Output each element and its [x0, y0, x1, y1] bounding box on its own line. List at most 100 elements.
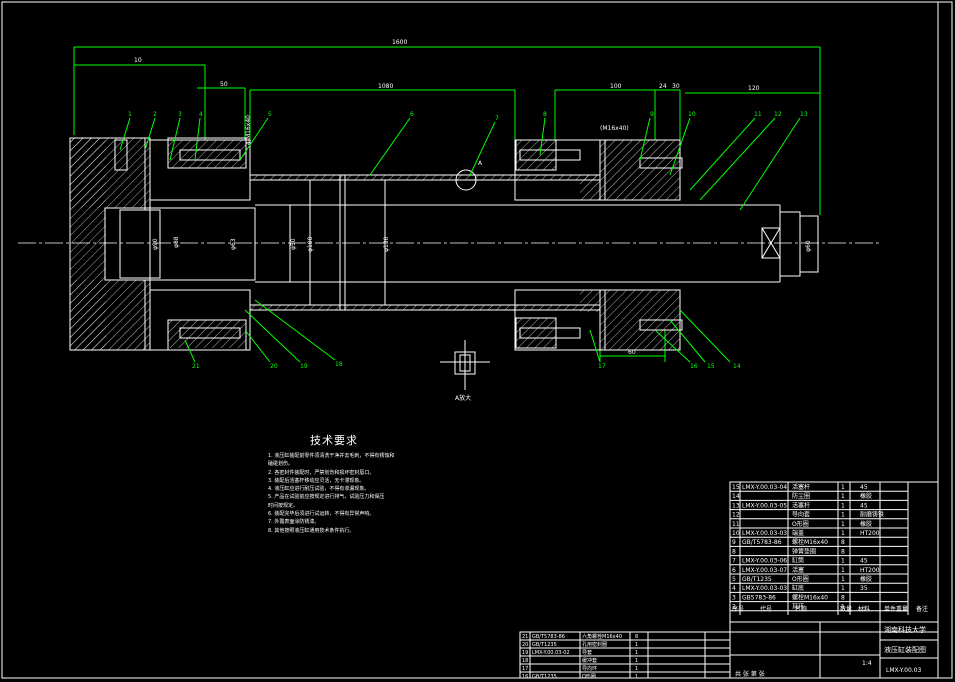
svg-text:20: 20	[270, 363, 278, 370]
dimension-lines	[73, 46, 821, 362]
part-numbers: 1 2 3 4 5 6 7 8 9 10 11 12 13 14 15 16 1…	[128, 111, 808, 370]
svg-text:19: 19	[300, 363, 308, 370]
lower-cell-no: 19	[522, 650, 528, 656]
bom-cell-mat: 45	[860, 502, 868, 509]
svg-text:LMX-Y.00.03: LMX-Y.00.03	[886, 667, 922, 674]
svg-text:21: 21	[192, 363, 200, 370]
dim-120: 120	[748, 85, 760, 92]
tech-req-item: 1. 液压缸装配前零件须清洗干净并去毛刺，不得有锈蚀和	[268, 453, 395, 459]
svg-text:φ88: φ88	[173, 236, 180, 248]
bom-cell-no: 5	[732, 576, 736, 583]
bom-cell-qty: 1	[841, 604, 845, 611]
lower-cell-no: 16	[522, 674, 528, 680]
dim-50: 50	[220, 81, 228, 88]
svg-text:4-M16x40: 4-M16x40	[245, 115, 252, 145]
svg-text:φ90: φ90	[152, 238, 159, 250]
bom-header-cell: 序号	[732, 605, 744, 613]
bom-cell-name: 活塞杆	[792, 483, 810, 491]
svg-text:共 张 第 张: 共 张 第 张	[735, 670, 765, 678]
dim-overall: 1600	[392, 39, 407, 46]
bom-cell-code: LMX-Y.00.03-03	[742, 530, 787, 537]
lower-cell-no: 20	[522, 642, 528, 648]
tech-req-item: 7. 外露表面涂防锈漆。	[268, 519, 320, 526]
svg-text:湖南科技大学: 湖南科技大学	[884, 625, 926, 634]
lower-cell-name: 导套	[582, 649, 592, 656]
lower-cell-code: LMX-Y.00.03-02	[532, 650, 570, 656]
bom-cell-name: 耳环	[792, 604, 804, 611]
tech-req-item: 3. 装配后活塞杆移动应灵活，无卡滞现象。	[268, 477, 365, 484]
bom-cell-code: LMX-Y.00.03-06	[742, 558, 787, 565]
bom-cell-code: GB/T1235	[742, 576, 772, 583]
bom-cell-no: 7	[732, 558, 736, 565]
lower-cell-qty: 1	[635, 666, 638, 672]
dim-24: 24	[659, 83, 667, 90]
bom-cell-no: 15	[732, 484, 740, 491]
bom-cell-qty: 1	[841, 530, 845, 537]
bom-cell-no: 10	[732, 530, 740, 537]
dimension-texts: 1600 10 50 1080 100 24 30 120 60	[134, 39, 760, 356]
bom-cell-mat: 橡胶	[860, 520, 872, 528]
dim-30: 30	[672, 83, 680, 90]
bom-cell-qty: 1	[841, 493, 845, 500]
bom-cell-name: 缸底	[792, 584, 804, 592]
svg-text:φ130: φ130	[383, 236, 390, 252]
lower-cell-no: 18	[522, 658, 528, 664]
tech-req-item: 5. 产品在试验前应按规定进行排气，试验压力和保压	[268, 494, 385, 501]
bom-header-cell: 数量	[840, 605, 852, 613]
svg-text:φ63: φ63	[230, 238, 237, 250]
tech-req-item: 6. 装配完毕后须进行试运转，不得有异常声响。	[268, 511, 375, 518]
dim-100: 100	[610, 83, 622, 90]
svg-text:9: 9	[650, 111, 654, 118]
bom-cell-name: 活塞杆	[792, 501, 810, 509]
part-leaders	[119, 117, 801, 363]
bom-header-cell: 名称	[795, 605, 807, 613]
bom-cell-qty: 1	[841, 512, 845, 519]
svg-text:3: 3	[178, 111, 182, 118]
bom-cell-qty: 1	[841, 558, 845, 565]
bom-cell-code: LMX-Y.00.03-03	[742, 585, 787, 592]
bom-cell-name: 活塞	[792, 566, 804, 574]
lower-cell-code: GB/T1235	[532, 674, 557, 680]
bom-cell-qty: 1	[841, 521, 845, 528]
bom-cell-name: O形圈	[792, 575, 809, 583]
cylinder-body	[69, 137, 819, 351]
lower-cell-name: 导向环	[582, 665, 597, 672]
lower-cell-name: 缓冲套	[582, 657, 597, 664]
lower-cell-qty: 1	[635, 650, 638, 656]
lower-cell-name: O形圈	[582, 673, 596, 680]
bom-cell-name: 弹簧垫圈	[792, 547, 816, 555]
dim-stroke: 1080	[378, 83, 393, 90]
svg-text:φ100: φ100	[307, 236, 314, 252]
lower-cell-qty: 1	[635, 674, 638, 680]
bom-cell-mat: 35	[860, 585, 868, 592]
bom-cell-no: 12	[732, 512, 740, 519]
svg-text:18: 18	[335, 361, 343, 368]
bom-cell-no: 6	[732, 567, 736, 574]
bom-cell-no: 9	[732, 539, 736, 546]
svg-text:8: 8	[543, 111, 547, 118]
svg-text:2: 2	[153, 111, 157, 118]
svg-text:7: 7	[495, 115, 499, 122]
diameter-labels: φ90 φ88 φ63 φ50 φ100 φ130 φ60	[152, 236, 812, 252]
bom-cell-qty: 1	[841, 576, 845, 583]
bom-cell-name: O形圈	[792, 520, 809, 528]
bom-cell-code: LMX-Y.00.03-04	[742, 484, 787, 491]
bom-cell-mat: HT200	[860, 567, 880, 574]
tech-req-item: 4. 液压缸应进行耐压试验，不得有渗漏现象。	[268, 486, 370, 493]
bom-cell-mat: 45	[860, 558, 868, 565]
bom-cell-code: GB5783-86	[742, 594, 776, 601]
bom-cell-mat: 橡胶	[860, 492, 872, 500]
svg-text:(M16x40): (M16x40)	[600, 125, 629, 132]
bom-cell-mat: 45	[860, 484, 868, 491]
lower-cell-no: 17	[522, 666, 528, 672]
bom-cell-qty: 8	[841, 548, 845, 555]
svg-text:4: 4	[199, 111, 203, 118]
svg-text:13: 13	[800, 111, 808, 118]
svg-text:17: 17	[598, 363, 606, 370]
tech-req-item: 磕碰划伤。	[268, 461, 294, 468]
svg-text:φ60: φ60	[805, 240, 812, 252]
bom-cell-qty: 1	[841, 502, 845, 509]
